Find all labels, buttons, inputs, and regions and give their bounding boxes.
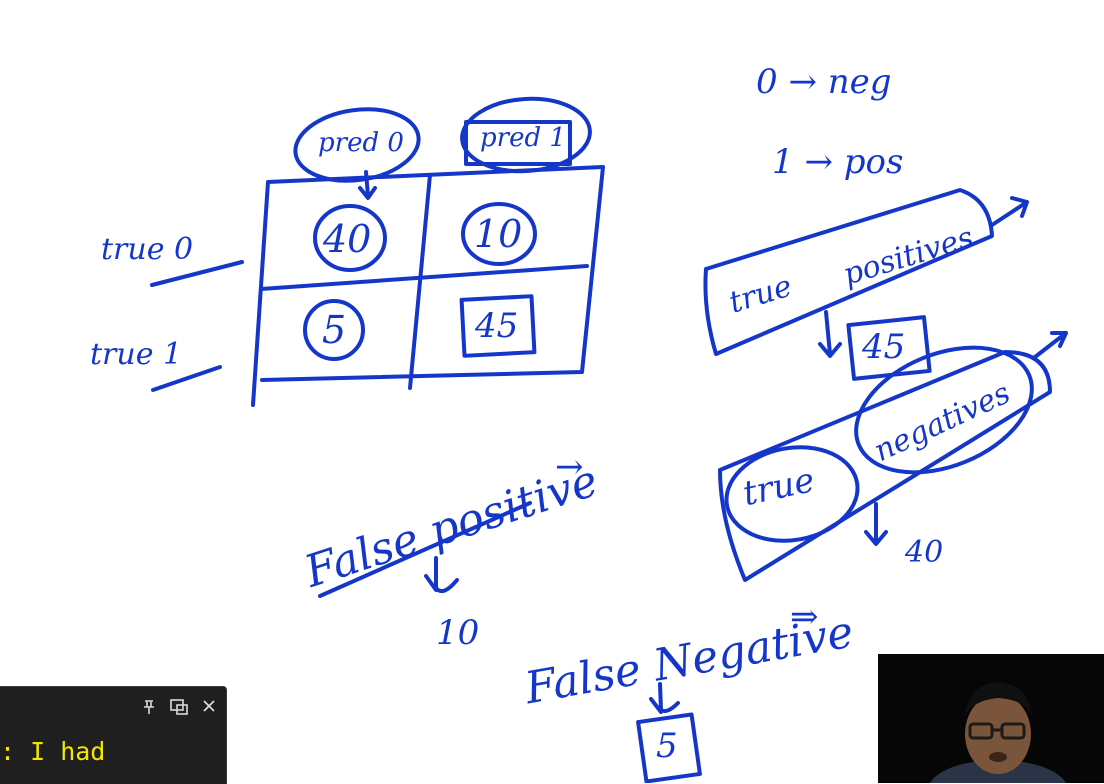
true-positives-down-arrow: [818, 310, 842, 358]
true-positives-value: 45: [862, 327, 906, 367]
cell-true0-pred1: 10: [474, 212, 523, 256]
pred0-down-arrow: [358, 170, 377, 200]
true0-underline: [150, 260, 244, 287]
cell-5-circle: [303, 299, 365, 361]
pred1-oval: [460, 96, 592, 174]
cell-true1-pred0: 5: [322, 308, 347, 352]
pred0-oval: [293, 107, 421, 183]
caption-controls: [142, 699, 216, 718]
close-icon[interactable]: [202, 699, 216, 718]
pred1-box: [464, 120, 572, 166]
cell-true0-pred0: 40: [323, 217, 372, 261]
true-negatives-down-arrow: [864, 502, 888, 546]
true-negatives-value: 40: [905, 535, 944, 570]
negatives-oval: [854, 345, 1034, 475]
legend-zero-neg: 0 → neg: [756, 62, 892, 102]
cell-40-circle: [313, 204, 387, 272]
cell-45-box: [459, 294, 537, 358]
matrix-grid: [251, 165, 605, 407]
false-positive-down-arrow: [424, 556, 459, 594]
false-negative-down-arrow: [649, 682, 680, 714]
false-negative-value-box: [636, 712, 702, 783]
false-positive-arrow: →: [555, 447, 584, 487]
column-header-pred0: pred 0: [318, 128, 404, 158]
true-positives-banner: [703, 188, 994, 356]
pin-icon[interactable]: [142, 699, 156, 718]
legend-one-pos: 1 → pos: [772, 142, 904, 182]
cell-10-circle: [461, 202, 537, 266]
true-negatives-banner: [718, 350, 1052, 582]
false-negative-arrow: ⇒: [790, 597, 819, 637]
presenter-webcam: [878, 654, 1104, 783]
false-positive-value: 10: [436, 613, 480, 653]
true1-underline: [151, 365, 222, 392]
row-header-true1: true 1: [90, 337, 183, 372]
true-positives-arrow: [990, 196, 1029, 227]
true-negatives-arrow: [1033, 331, 1068, 359]
column-header-pred1: pred 1: [480, 123, 566, 153]
true-oval: [724, 445, 860, 543]
popout-icon[interactable]: [170, 699, 188, 718]
caption-panel[interactable]: : I had: [0, 686, 227, 784]
false-negative-value: 5: [656, 726, 678, 766]
caption-text: : I had: [0, 737, 106, 766]
cell-true1-pred1: 45: [475, 306, 519, 346]
row-header-true0: true 0: [101, 232, 194, 267]
false-positive-underline: [318, 501, 532, 598]
presenter-image: [929, 682, 1067, 783]
